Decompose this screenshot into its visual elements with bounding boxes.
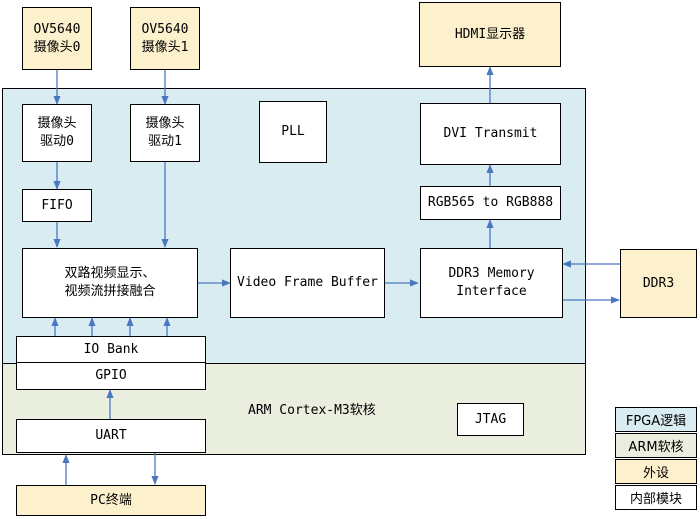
legend-fpga-logic: FPGA逻辑 xyxy=(615,407,697,432)
camera-driver1-block: 摄像头 驱动1 xyxy=(130,104,200,162)
legend-internal-module: 内部模块 xyxy=(615,485,697,510)
ddr3-block: DDR3 xyxy=(620,249,697,318)
dvi-transmit-block: DVI Transmit xyxy=(420,103,561,165)
fifo-block: FIFO xyxy=(22,189,92,222)
ddr3-interface-block: DDR3 Memory Interface xyxy=(420,248,563,318)
jtag-block: JTAG xyxy=(457,403,524,436)
rgb-converter-block: RGB565 to RGB888 xyxy=(420,186,561,220)
legend-peripheral: 外设 xyxy=(615,459,697,484)
camera0-block: OV5640 摄像头0 xyxy=(22,7,92,70)
hdmi-display-block: HDMI显示器 xyxy=(419,2,561,67)
video-fusion-block: 双路视频显示、 视频流拼接融合 xyxy=(22,248,198,318)
camera-driver0-block: 摄像头 驱动0 xyxy=(22,104,92,162)
arm-core-label: ARM Cortex-M3软核 xyxy=(248,403,376,418)
io-bank-block: IO Bank xyxy=(16,336,206,363)
uart-block: UART xyxy=(16,419,206,453)
camera1-block: OV5640 摄像头1 xyxy=(130,7,200,70)
pll-block: PLL xyxy=(259,101,327,163)
legend-arm-core: ARM软核 xyxy=(615,433,697,458)
pc-terminal-block: PC终端 xyxy=(16,485,206,516)
gpio-block: GPIO xyxy=(16,362,206,390)
frame-buffer-block: Video Frame Buffer xyxy=(230,248,385,318)
